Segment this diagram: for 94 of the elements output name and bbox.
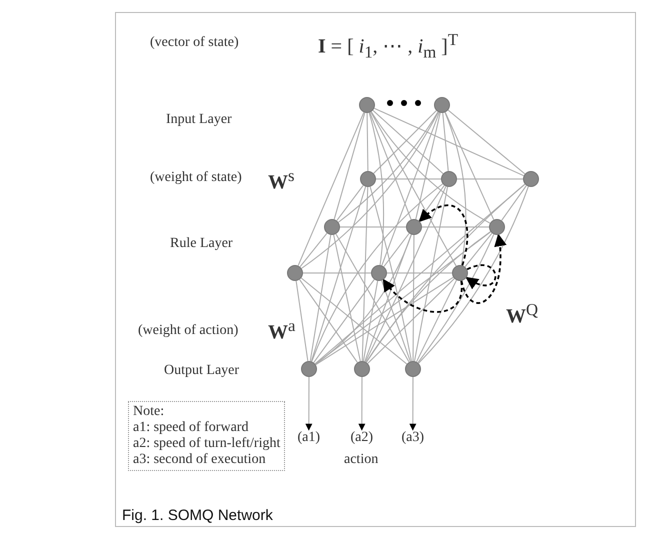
neuron-circle: [360, 171, 376, 187]
connection-line: [412, 234, 414, 362]
neuron-circle: [523, 171, 539, 187]
connection-line: [416, 280, 457, 362]
connection-line: [370, 112, 457, 266]
arrow: [358, 376, 366, 431]
dashed-arrow: [460, 234, 506, 304]
connection-line: [366, 184, 526, 363]
dashed-arrow: [418, 204, 468, 266]
connection-line: [311, 183, 444, 362]
layer-label: (weight of action): [138, 323, 238, 339]
axis-label: action: [344, 452, 378, 468]
connection-line: [376, 178, 442, 180]
connection-line: [335, 233, 410, 363]
connection-line: [381, 112, 440, 266]
neuron-circle: [354, 361, 370, 377]
output-label: (a1): [298, 430, 320, 446]
connection-line: [310, 234, 332, 362]
neuron-circle: [301, 361, 317, 377]
output-label: (a3): [402, 430, 424, 446]
output-label: (a2): [350, 430, 374, 446]
neuron-circle: [452, 265, 468, 281]
layer-label: Rule Layer: [170, 236, 233, 252]
connection-line: [313, 278, 375, 364]
connection-line: [314, 184, 526, 364]
weight-symbol: W$^{s}$: [268, 166, 294, 195]
connection-line: [370, 186, 412, 362]
arrow: [409, 376, 416, 431]
connection-line: [367, 278, 455, 364]
connection-line: [456, 178, 524, 180]
connection-line: [444, 112, 494, 220]
connection-line: [299, 279, 358, 363]
connection-line: [334, 112, 366, 220]
connection-line: [362, 186, 368, 362]
connection-line: [383, 232, 410, 268]
neuron-circle: [371, 265, 387, 281]
connection-line: [386, 272, 452, 274]
figure-caption: Fig. 1. SOMQ Network: [122, 507, 273, 524]
connection-line: [336, 184, 364, 222]
connection-line: [300, 278, 408, 364]
connection-line: [444, 112, 466, 266]
connection-line: [298, 112, 364, 266]
neuron-circle: [441, 171, 457, 187]
connection-line: [418, 186, 529, 364]
connection-line: [417, 234, 494, 364]
note-heading: Note:: [133, 404, 164, 420]
connection-line: [415, 112, 441, 220]
layer-label: (weight of state): [150, 170, 242, 186]
note-text: a1: speed of forward: [133, 420, 248, 436]
connection-line: [338, 111, 438, 223]
layer-label: (vector of state): [150, 35, 239, 51]
note-text: a2: speed of turn-left/right: [133, 436, 280, 452]
connection-line: [464, 232, 492, 268]
connection-line: [366, 231, 491, 363]
neuron-circle: [405, 361, 421, 377]
connection-line: [381, 280, 411, 362]
connection-line: [369, 112, 412, 220]
connection-line: [422, 226, 490, 228]
dashed-arrow: [465, 264, 496, 289]
connection-line: [340, 226, 406, 228]
neuron-circle: [287, 265, 303, 281]
neuron-circle: [489, 219, 505, 235]
note-text: a3: second of execution: [133, 452, 266, 468]
connection-line: [310, 186, 366, 362]
connection-line: [374, 108, 524, 176]
neuron-circle: [359, 97, 375, 113]
connection-line: [364, 234, 412, 362]
note-box: [128, 401, 286, 471]
neuron-circle: [406, 219, 422, 235]
connection-line: [365, 186, 446, 362]
neuron-circle: [324, 219, 340, 235]
vector-equation: I = [ i$_{1}$, ⋯ , i$_{m}$ ]$^{T}$: [318, 30, 458, 63]
connection-line: [418, 184, 445, 222]
connection-line: [362, 280, 378, 362]
connection-line: [414, 186, 448, 362]
neuron-circle: [434, 97, 450, 113]
connection-line: [315, 276, 454, 366]
weight-symbol: W$^{Q}$: [506, 300, 538, 329]
layer-label: Input Layer: [166, 112, 232, 128]
connection-line: [296, 280, 308, 362]
connection-line: [300, 232, 328, 268]
dashed-arrow: [382, 278, 462, 313]
connection-line: [302, 272, 372, 274]
connection-line: [333, 234, 361, 362]
connection-line: [368, 112, 384, 266]
connection-line: [366, 112, 368, 172]
connection-line: [501, 185, 527, 221]
connection-line: [442, 112, 449, 172]
arrow: [305, 376, 312, 431]
connection-line: [448, 110, 526, 174]
connection-line: [370, 111, 490, 224]
layer-label: Output Layer: [164, 363, 240, 379]
weight-symbol: W$^{a}$: [268, 316, 296, 345]
connection-line: [301, 112, 439, 269]
